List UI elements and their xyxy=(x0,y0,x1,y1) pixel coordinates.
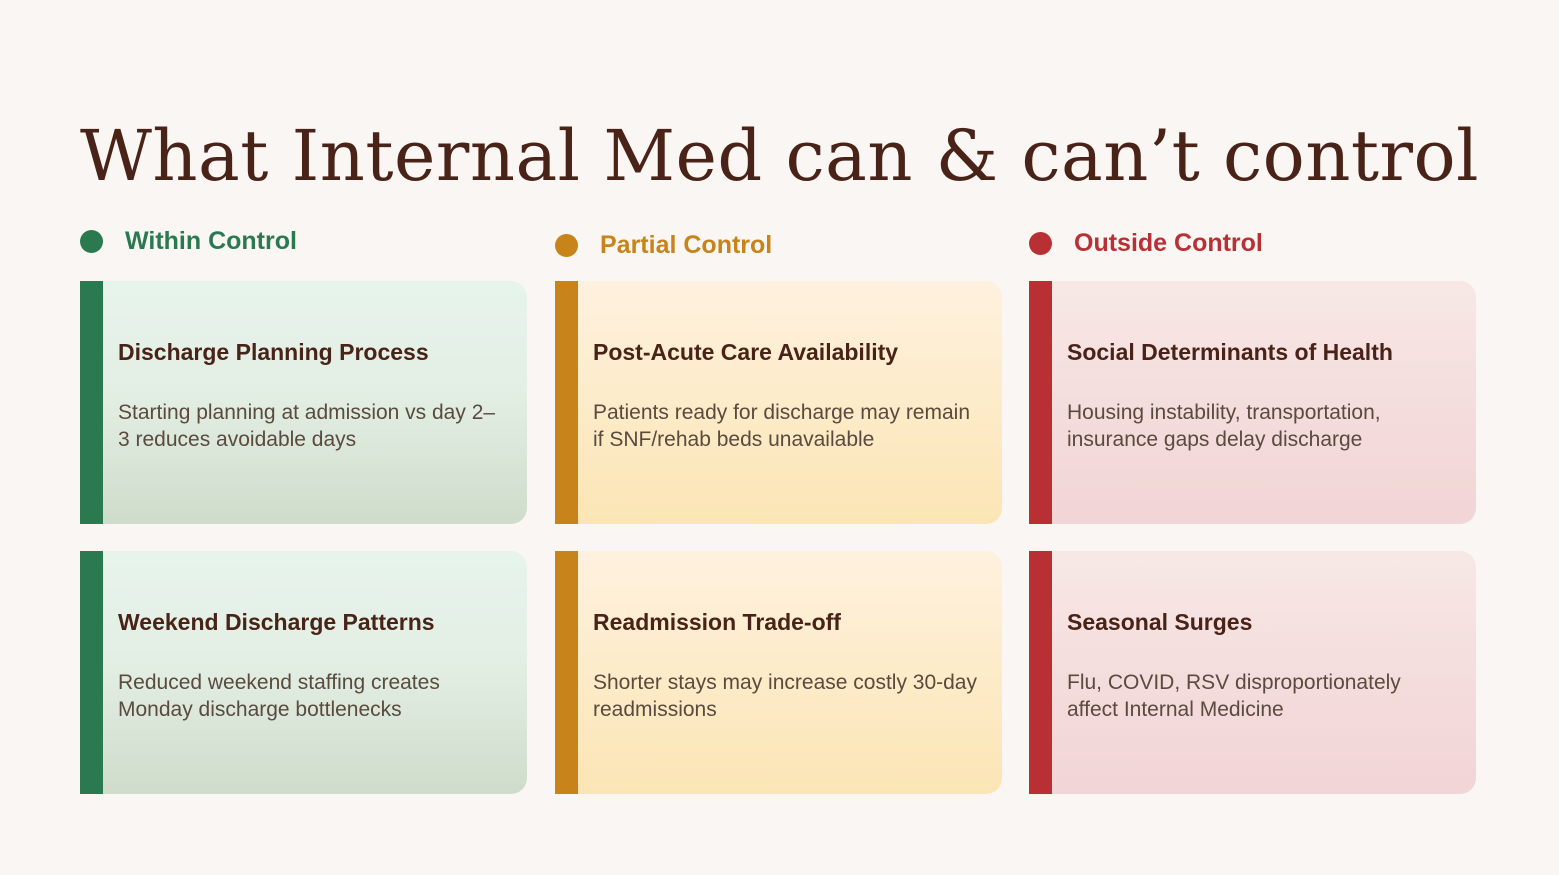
column-label: Outside Control xyxy=(1074,228,1263,257)
card-text: Shorter stays may increase costly 30-day… xyxy=(593,671,977,721)
card-post-acute-care: Post-Acute Care Availability Patients re… xyxy=(555,281,1002,524)
card-title: Post-Acute Care Availability xyxy=(593,339,899,365)
red-dot-icon xyxy=(1029,231,1052,255)
card-title: Discharge Planning Process xyxy=(118,339,429,365)
card-accent-bar xyxy=(1029,551,1052,794)
card-title: Seasonal Surges xyxy=(1067,609,1253,635)
column-header: Within Control xyxy=(80,226,527,256)
card-title: Readmission Trade-off xyxy=(593,609,841,635)
column-header: Outside Control xyxy=(1029,228,1476,258)
amber-dot-icon xyxy=(555,233,578,257)
card-accent-bar xyxy=(555,281,578,524)
card-accent-bar xyxy=(80,551,103,794)
card-text: Flu, COVID, RSV disproportionately affec… xyxy=(1067,671,1401,721)
card-readmission-tradeoff: Readmission Trade-off Shorter stays may … xyxy=(555,551,1002,794)
card-text: Housing instability, transportation, ins… xyxy=(1067,401,1381,451)
card-accent-bar xyxy=(1029,281,1052,524)
card-accent-bar xyxy=(555,551,578,794)
page-title: What Internal Med can & can’t control xyxy=(79,114,1480,197)
card-social-determinants: Social Determinants of Health Housing in… xyxy=(1029,281,1476,524)
card-title: Weekend Discharge Patterns xyxy=(118,609,435,635)
column-header: Partial Control xyxy=(555,230,1002,260)
card-seasonal-surges: Seasonal Surges Flu, COVID, RSV dispropo… xyxy=(1029,551,1476,794)
card-accent-bar xyxy=(80,281,103,524)
card-text: Patients ready for discharge may remain … xyxy=(593,401,971,451)
card-text: Starting planning at admission vs day 2–… xyxy=(118,401,496,451)
card-discharge-planning: Discharge Planning Process Starting plan… xyxy=(80,281,527,524)
green-dot-icon xyxy=(80,229,103,253)
column-label: Partial Control xyxy=(600,230,773,259)
card-weekend-discharge: Weekend Discharge Patterns Reduced weeke… xyxy=(80,551,527,794)
card-text: Reduced weekend staffing creates Monday … xyxy=(118,671,440,721)
card-title: Social Determinants of Health xyxy=(1067,339,1393,365)
column-label: Within Control xyxy=(125,226,297,255)
